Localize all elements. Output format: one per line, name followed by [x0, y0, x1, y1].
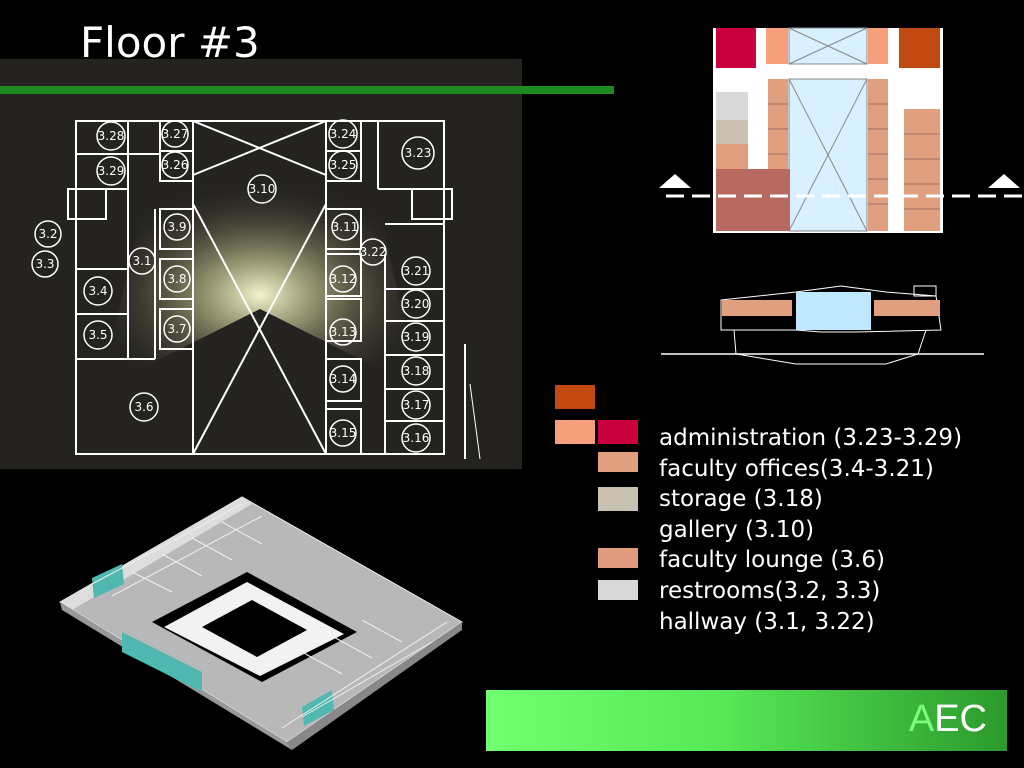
room-label: 3.5 — [88, 328, 107, 342]
room-label: 3.2 — [38, 227, 57, 241]
room-label: 3.26 — [162, 158, 189, 172]
room-label: 3.6 — [134, 400, 153, 414]
brand-logo-rest: EC — [934, 698, 987, 740]
legend-item-hallway: hallway (3.1, 3.22) — [659, 608, 875, 635]
room-label: 3.15 — [330, 426, 357, 440]
room-label: 3.11 — [332, 220, 359, 234]
legend-item-faculty-offices: faculty offices(3.4-3.21) — [659, 455, 934, 482]
room-label: 3.19 — [403, 330, 430, 344]
room-label: 3.24 — [330, 127, 357, 141]
color-legend: administration (3.23-3.29) faculty offic… — [659, 423, 962, 637]
slide-title: Floor #3 — [80, 18, 260, 67]
room-label: 3.20 — [403, 297, 430, 311]
room-label: 3.27 — [162, 127, 189, 141]
restrooms-swatch — [598, 580, 638, 600]
legend-item-restrooms: restrooms(3.2, 3.3) — [659, 577, 881, 604]
room-label: 3.17 — [403, 398, 430, 412]
room-label: 3.18 — [403, 364, 430, 378]
legend-item-administration: administration (3.23-3.29) — [659, 425, 963, 451]
faculty-lounge-swatch — [598, 548, 638, 568]
storage-swatch — [598, 487, 638, 511]
legend-item-storage: storage (3.18) — [659, 486, 823, 513]
isometric-model — [59, 496, 463, 750]
peach-swatch — [555, 420, 595, 444]
orange-swatch — [555, 385, 595, 409]
room-label: 3.16 — [403, 431, 430, 445]
key-plan-and-section — [659, 27, 1024, 365]
room-label: 3.12 — [330, 272, 357, 286]
room-label: 3.3 — [35, 257, 54, 271]
room-label: 3.13 — [330, 325, 357, 339]
room-label: 3.23 — [405, 146, 432, 160]
room-label: 3.1 — [132, 254, 151, 268]
brand-logo: AEC — [909, 698, 987, 741]
room-label: 3.22 — [360, 245, 387, 259]
brand-footer-bar: AEC — [486, 690, 1007, 751]
room-label: 3.7 — [167, 322, 186, 336]
room-label: 3.4 — [88, 284, 107, 298]
legend-item-gallery: gallery (3.10) — [659, 516, 815, 543]
room-label: 3.14 — [330, 372, 357, 386]
title-underline — [0, 86, 614, 94]
room-label: 3.25 — [330, 158, 357, 172]
administration-swatch — [598, 420, 638, 444]
floor-plan-drawing: 3.28 3.27 3.24 3.23 3.29 3.26 3.25 3.10 … — [31, 119, 481, 460]
room-label: 3.21 — [403, 264, 430, 278]
faculty-offices-swatch — [598, 452, 638, 472]
room-label: 3.8 — [167, 272, 186, 286]
room-label: 3.29 — [98, 164, 125, 178]
room-label: 3.10 — [249, 182, 276, 196]
legend-item-faculty-lounge: faculty lounge (3.6) — [659, 547, 885, 574]
brand-logo-first-letter: A — [908, 698, 935, 740]
room-label: 3.9 — [167, 220, 186, 234]
room-label: 3.28 — [98, 129, 125, 143]
